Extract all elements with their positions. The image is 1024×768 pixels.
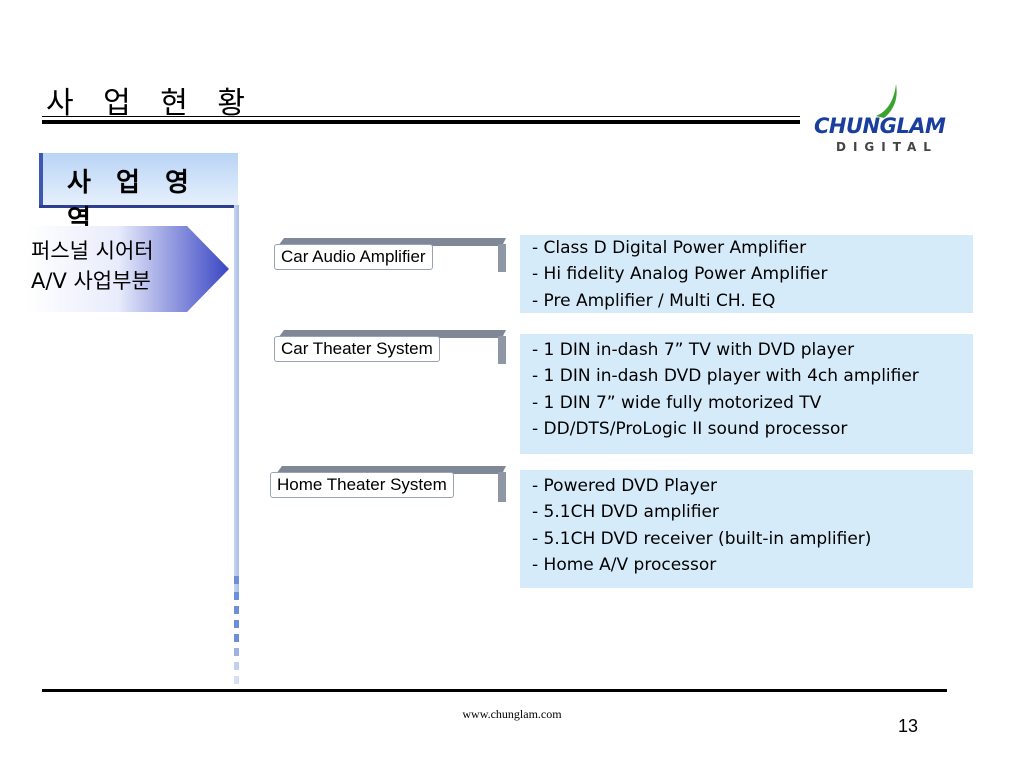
- list-item: - Powered DVD Player: [532, 476, 718, 496]
- logo-wordmark: CHUNGLAM: [814, 114, 946, 138]
- list-item: - 1 DIN in-dash DVD player with 4ch ampl…: [532, 366, 919, 387]
- list-item: - Class D Digital Power Amplifier: [532, 238, 807, 258]
- list-item: - 1 DIN in-dash 7” TV with DVD player: [532, 340, 855, 360]
- page-number: 13: [898, 716, 919, 736]
- title-rule-thin: [42, 116, 800, 117]
- division-line-1: 퍼스널 시어터: [31, 239, 154, 263]
- list-item: - 1 DIN 7” wide fully motorized TV: [532, 392, 822, 413]
- division-line-2: A/V 사업부분: [31, 269, 151, 293]
- feature-panel-car-audio: - Class D Digital Power Amplifier - Hi f…: [520, 235, 973, 313]
- division-arrow: 퍼스널 시어터 A/V 사업부분: [27, 226, 229, 312]
- section-heading: 사 업 영 역: [67, 168, 197, 235]
- list-item: - DD/DTS/ProLogic II sound processor: [532, 418, 848, 439]
- list-item: - Pre Amplifier / Multi CH. EQ: [532, 290, 776, 311]
- division-label: 퍼스널 시어터 A/V 사업부분: [31, 236, 154, 296]
- footer-url: www.chunglam.com: [462, 707, 562, 721]
- list-item: - 5.1CH DVD receiver (built-in amplifier…: [532, 528, 872, 549]
- vertical-connector: [234, 205, 239, 595]
- logo-swoosh-icon: [876, 84, 897, 118]
- feature-panel-home-theater: - Powered DVD Player - 5.1CH DVD amplifi…: [520, 470, 973, 588]
- title-rule: [42, 120, 800, 124]
- category-label: Home Theater System: [270, 472, 454, 498]
- page-title: 사 업 현 황: [46, 86, 256, 121]
- category-car-audio: Car Audio Amplifier: [270, 238, 506, 272]
- footer-rule: [42, 689, 947, 692]
- section-heading-box: 사 업 영 역: [39, 153, 238, 235]
- logo-subtitle: DIGITAL: [836, 140, 938, 154]
- list-item: - Hi fidelity Analog Power Amplifier: [532, 264, 828, 285]
- category-home-theater: Home Theater System: [266, 466, 506, 502]
- category-label: Car Theater System: [274, 336, 440, 362]
- chunglam-logo: CHUNGLAM DIGITAL: [810, 82, 970, 162]
- feature-panel-car-theater: - 1 DIN in-dash 7” TV with DVD player - …: [520, 334, 973, 454]
- category-car-theater: Car Theater System: [270, 330, 506, 364]
- arrow-shape-icon: [27, 226, 229, 312]
- list-item: - Home A/V processor: [532, 554, 717, 575]
- category-label: Car Audio Amplifier: [274, 244, 433, 270]
- list-item: - 5.1CH DVD amplifier: [532, 502, 719, 523]
